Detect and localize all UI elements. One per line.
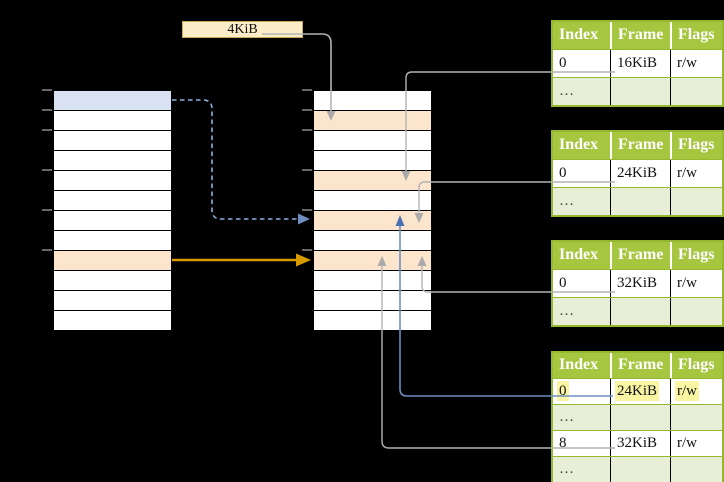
memory-row — [313, 311, 432, 331]
memory-row — [313, 251, 432, 271]
cell-frame: 32KiB — [610, 270, 670, 297]
memory-row — [313, 211, 432, 231]
page-size-label: 4KiB — [182, 21, 303, 38]
cell-flags: r/w — [670, 431, 722, 456]
table-header: Index Frame Flags — [553, 22, 722, 49]
cell-flags: r/w — [670, 379, 722, 404]
page-table-3: Index Frame Flags 0 32KiB r/w … — [551, 240, 724, 327]
cell-index: … — [559, 193, 575, 209]
table-row: 0 16KiB r/w — [553, 49, 722, 77]
col-frame: Frame — [610, 22, 670, 49]
table-header: Index Frame Flags — [553, 242, 722, 269]
col-flags: Flags — [670, 242, 722, 269]
memory-row — [53, 191, 172, 211]
cell-index: … — [559, 409, 575, 425]
memory-row — [53, 111, 172, 131]
left-memory-column — [53, 90, 172, 331]
memory-row — [313, 90, 432, 111]
cell-flags — [670, 78, 722, 105]
table-header: Index Frame Flags — [553, 132, 722, 159]
memory-row — [53, 271, 172, 291]
middle-memory-column — [313, 90, 432, 331]
cell-frame: 16KiB — [610, 50, 670, 77]
col-index: Index — [559, 26, 599, 43]
page-table-4: Index Frame Flags 0 24KiB r/w … 8 32KiB … — [551, 351, 724, 482]
cell-index: 8 — [559, 435, 567, 451]
memory-row — [313, 231, 432, 251]
table-row: 0 32KiB r/w — [553, 269, 722, 297]
table-row-ellipsis: … — [553, 77, 722, 105]
cell-index: … — [559, 461, 575, 477]
memory-row — [313, 111, 432, 131]
cell-flags — [670, 405, 722, 430]
cell-index: … — [559, 83, 575, 99]
cell-flags: r/w — [670, 160, 722, 187]
cell-flags: r/w — [670, 270, 722, 297]
table-row-ellipsis: … — [553, 297, 722, 325]
table-row-ellipsis: … — [553, 404, 722, 430]
memory-row — [53, 131, 172, 151]
col-frame: Frame — [610, 242, 670, 269]
cell-frame — [610, 457, 670, 482]
cell-index: 0 — [559, 55, 567, 71]
cell-flags — [670, 298, 722, 325]
col-index: Index — [559, 356, 599, 373]
table-row-ellipsis: … — [553, 456, 722, 482]
table-row-ellipsis: … — [553, 187, 722, 215]
memory-row — [53, 251, 172, 271]
col-index: Index — [559, 136, 599, 153]
arrow-dashed-entry-to-frame — [172, 99, 310, 225]
cell-frame: 32KiB — [610, 431, 670, 456]
memory-row — [313, 171, 432, 191]
memory-row — [53, 211, 172, 231]
cell-index: … — [559, 303, 575, 319]
memory-row — [53, 311, 172, 331]
memory-row — [313, 131, 432, 151]
cell-index: 0 — [559, 383, 567, 399]
memory-row — [313, 151, 432, 171]
page-table-1: Index Frame Flags 0 16KiB r/w … — [551, 20, 724, 107]
memory-row — [313, 291, 432, 311]
page-table-2: Index Frame Flags 0 24KiB r/w … — [551, 130, 724, 217]
memory-row — [313, 271, 432, 291]
cell-flags — [670, 188, 722, 215]
memory-row — [53, 171, 172, 191]
table-row: 8 32KiB r/w — [553, 430, 722, 456]
col-flags: Flags — [670, 22, 722, 49]
table-row: 0 24KiB r/w — [553, 159, 722, 187]
memory-row — [53, 90, 172, 111]
col-index: Index — [559, 246, 599, 263]
memory-row — [53, 291, 172, 311]
memory-row — [53, 231, 172, 251]
table-row-highlighted: 0 24KiB r/w — [553, 378, 722, 404]
memory-row — [53, 151, 172, 171]
cell-index: 0 — [559, 275, 567, 291]
cell-frame: 24KiB — [610, 160, 670, 187]
col-frame: Frame — [610, 353, 670, 378]
cell-flags — [670, 457, 722, 482]
col-frame: Frame — [610, 132, 670, 159]
cell-frame — [610, 188, 670, 215]
cell-frame: 24KiB — [610, 379, 670, 404]
cell-index: 0 — [559, 165, 567, 181]
cell-flags: r/w — [670, 50, 722, 77]
cell-frame — [610, 405, 670, 430]
col-flags: Flags — [670, 132, 722, 159]
table-header: Index Frame Flags — [553, 353, 722, 378]
col-flags: Flags — [670, 353, 722, 378]
cell-frame — [610, 298, 670, 325]
cell-frame — [610, 78, 670, 105]
memory-row — [313, 191, 432, 211]
arrow-entry-to-frame — [172, 253, 311, 267]
